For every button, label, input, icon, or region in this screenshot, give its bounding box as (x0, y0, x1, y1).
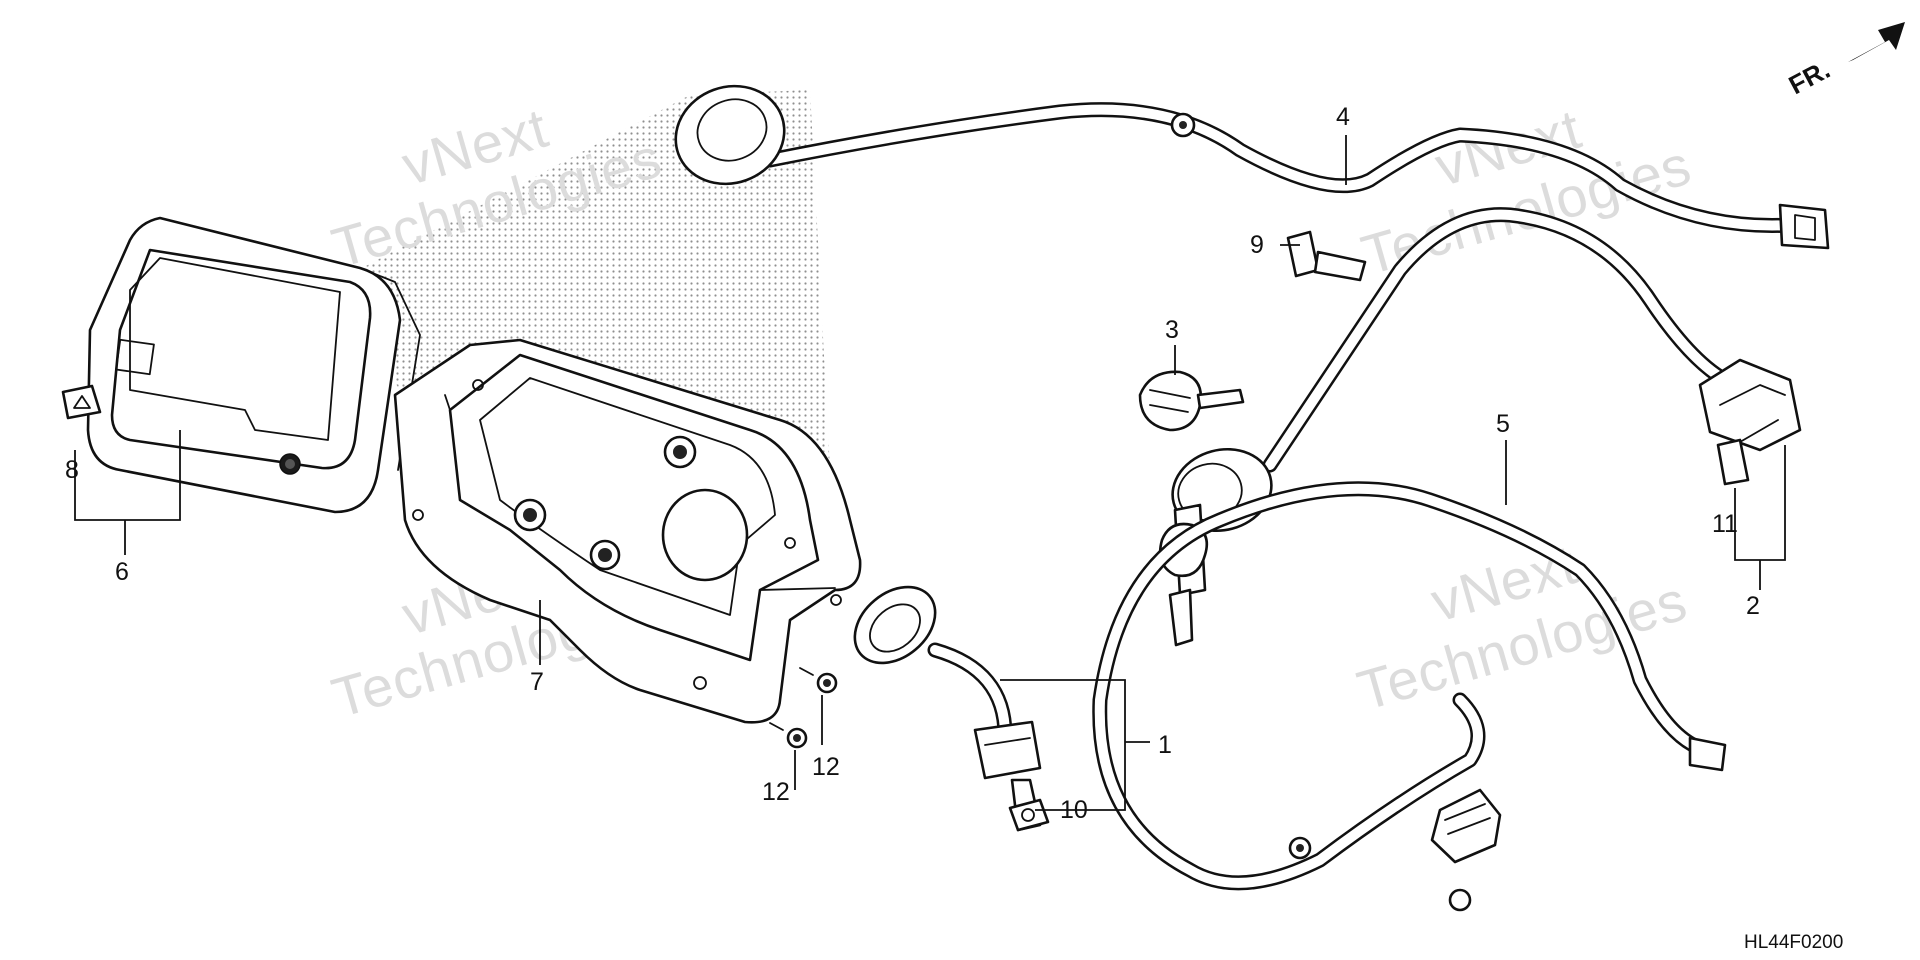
callout-6: 6 (115, 558, 129, 586)
socket-harness (853, 585, 1042, 832)
leader-lines (74, 135, 1786, 811)
callout-9: 9 (1250, 231, 1264, 259)
spare-key (1138, 370, 1245, 432)
callout-10: 10 (1060, 796, 1088, 824)
loop-harness (1092, 481, 1727, 912)
callout-2: 2 (1746, 592, 1760, 620)
callout-3: 3 (1165, 316, 1179, 344)
meter-case-opening (661, 488, 749, 582)
callout-4: 4 (1336, 103, 1350, 131)
callout-5: 5 (1496, 410, 1510, 438)
front-label: FR. (1784, 54, 1835, 100)
callout-11: 11 (1712, 510, 1738, 538)
harness-clamp (1448, 888, 1472, 912)
drawing-code: HL44F0200 (1744, 932, 1843, 953)
meter-assembly (86, 216, 421, 514)
main-harness (674, 84, 1830, 250)
callout-8: 8 (65, 456, 79, 484)
screw (799, 667, 838, 694)
callout-7: 7 (530, 668, 544, 696)
callout-1: 1 (1158, 731, 1172, 759)
front-arrow-icon (1848, 22, 1905, 62)
screw (769, 722, 808, 749)
callout-labels: 1 2 3 4 5 6 7 8 9 10 11 12 12 (65, 103, 1760, 824)
connector-clip (1716, 438, 1750, 486)
sub-harness-connector (1698, 358, 1802, 452)
callout-12: 12 (762, 778, 790, 806)
front-direction-indicator: FR. (1784, 22, 1905, 100)
meter-case (393, 338, 862, 724)
connector-clip (1286, 230, 1367, 282)
part-8-label-sticker (61, 384, 102, 420)
harness-clip (1008, 798, 1050, 832)
meter-display-window (115, 338, 155, 376)
callout-12: 12 (812, 753, 840, 781)
